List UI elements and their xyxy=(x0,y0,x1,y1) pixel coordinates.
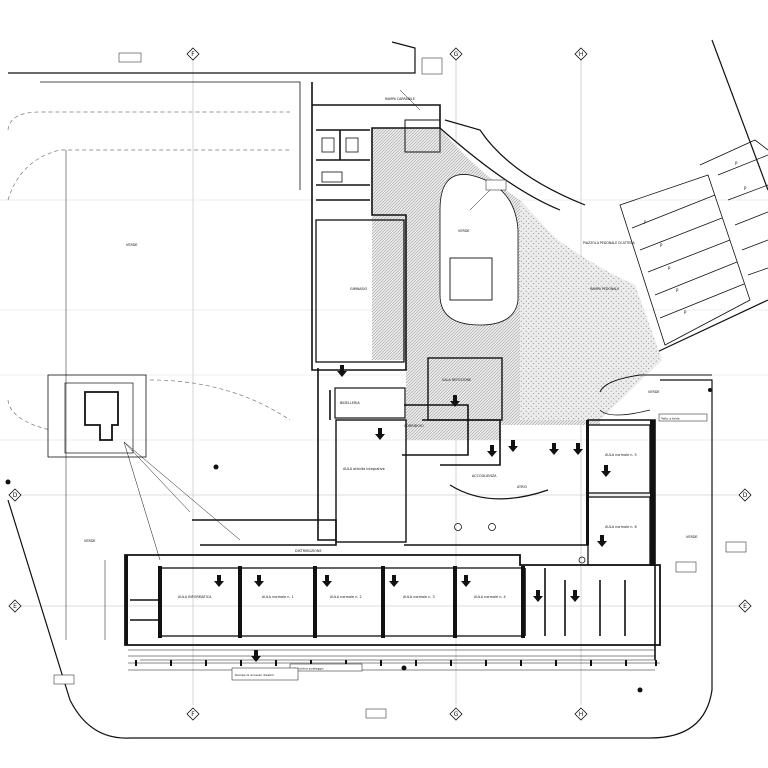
parking-symbol: P xyxy=(660,243,663,248)
room-label-aula-integrativa: AULA attività integrative xyxy=(343,467,385,471)
room-label-aula-5: AULA normale n. 5 xyxy=(605,453,637,457)
axis-label: F xyxy=(191,711,195,718)
axis-marker-right-E: E xyxy=(738,599,752,613)
trees xyxy=(5,388,712,693)
callout-roof: Tetto a falde xyxy=(660,417,680,421)
room-label-reception: ACCOGLIENZA xyxy=(472,474,497,478)
parking-symbol: P xyxy=(735,161,738,166)
axis-label: G xyxy=(454,51,459,58)
axis-marker-top-F: F xyxy=(186,47,200,61)
parking-symbol: P xyxy=(668,266,671,271)
axis-label: D xyxy=(13,492,18,499)
callouts: Banchina posteggio Tetto a falde Rampa d… xyxy=(53,52,747,719)
label-green-east: VERDE xyxy=(686,535,698,539)
room-label-aula-informatica: AULA INFORMATICA xyxy=(178,595,212,599)
axis-label: G xyxy=(454,711,459,718)
site-boundary xyxy=(7,39,768,739)
room-label-distribuzione: DISTRIBUZIONE xyxy=(295,549,322,553)
parking-symbol: P xyxy=(684,310,687,315)
detached-pavilion xyxy=(47,374,241,561)
room-label-aula-1: AULA normale n. 1 xyxy=(262,595,294,599)
room-label-aula-2: AULA normale n. 2 xyxy=(330,595,362,599)
axis-label: H xyxy=(579,51,584,58)
label-car-ramp: RAMPA CARRABILE xyxy=(385,97,415,101)
parking-symbol: P xyxy=(676,288,679,293)
callout-shelter: Banchina posteggio xyxy=(294,667,324,671)
room-label-courtyard: VERDE xyxy=(458,229,470,233)
entry-arrows xyxy=(214,365,611,662)
parking-area xyxy=(619,139,768,346)
grid-axis-markers: F G H F G H D D xyxy=(8,47,752,721)
label-ped-ramp: RAMPA PEDONALE xyxy=(590,287,619,291)
axis-label: D xyxy=(743,492,748,499)
axis-marker-top-H: H xyxy=(574,47,588,61)
axis-marker-bottom-G: G xyxy=(449,707,463,721)
room-label-aula-3: AULA normale n. 3 xyxy=(403,595,435,599)
axis-label: E xyxy=(743,603,747,610)
parking-symbol: P xyxy=(644,220,647,225)
garden-paths xyxy=(7,111,291,431)
room-label-dining: SALA REFEZIONE xyxy=(442,378,471,382)
atrio-fixtures xyxy=(449,484,586,564)
label-green-southwest: VERDE xyxy=(84,539,96,543)
room-label-bidelleria: BIDELLERIA xyxy=(340,401,360,405)
axis-label: E xyxy=(13,603,17,610)
axis-label: H xyxy=(579,711,584,718)
callout-bottom-note: Rampa di accesso disabili xyxy=(235,673,274,677)
room-label-gym: GIMNASIO xyxy=(350,287,368,291)
label-ped-square: PIAZZOLA PEDONALE DI ATTESA xyxy=(583,241,636,245)
paved-courtyard xyxy=(372,119,712,440)
site-labels: VERDE VERDE VERDE VERDE PIAZZOLA PEDONAL… xyxy=(84,97,698,543)
axis-marker-right-D: D xyxy=(738,488,752,502)
axis-marker-top-G: G xyxy=(449,47,463,61)
parking-symbol: P xyxy=(744,186,747,191)
label-green-west: VERDE xyxy=(126,243,138,247)
label-green-southeast: VERDE xyxy=(648,390,660,394)
facade-columns xyxy=(125,420,655,645)
axis-label: F xyxy=(191,51,195,58)
axis-marker-left-D: D xyxy=(8,488,22,502)
parking-symbols: P P P P P P P xyxy=(644,161,747,315)
room-label-atrio: ATRIO xyxy=(517,485,527,489)
room-label-aula-4: AULA normale n. 4 xyxy=(474,595,506,599)
room-label-aula-6: AULA normale n. 6 xyxy=(605,525,637,529)
dimension-lines xyxy=(65,89,655,671)
room-labels: GIMNASIO SALA REFEZIONE VERDE AULA attiv… xyxy=(178,229,637,599)
room-label-corridor: CORRIDOIO xyxy=(404,424,424,428)
axis-marker-left-E: E xyxy=(8,599,22,613)
axis-marker-bottom-H: H xyxy=(574,707,588,721)
axis-marker-bottom-F: F xyxy=(186,707,200,721)
